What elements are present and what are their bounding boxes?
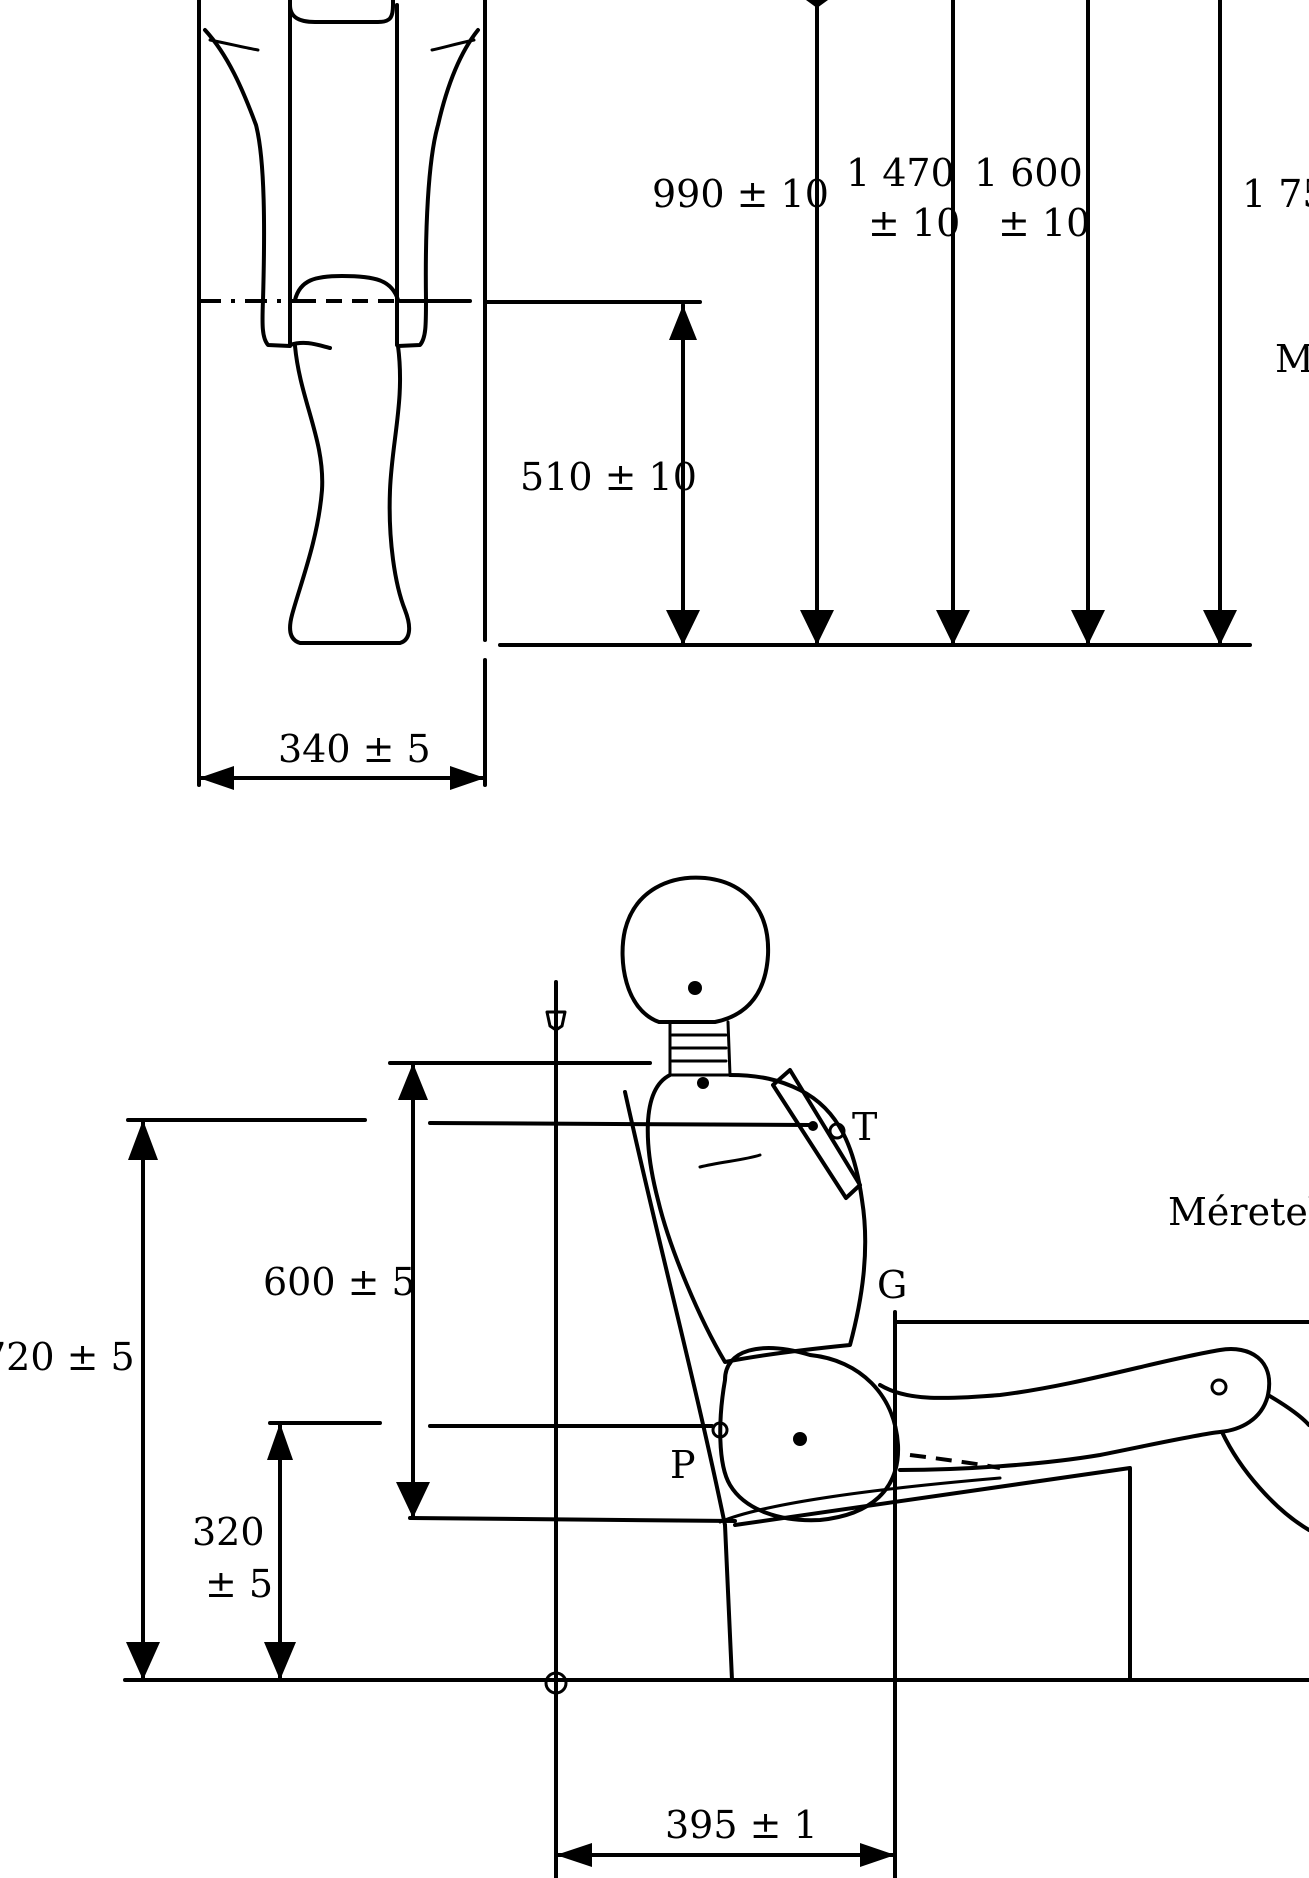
left-hip-crease xyxy=(208,38,260,52)
neck-ribs xyxy=(670,1033,728,1063)
right-hip-crease xyxy=(430,38,476,52)
dim-340-label: 340 ± 5 xyxy=(278,727,431,771)
dim-1470-arrow-bottom xyxy=(936,610,970,645)
reference-ground-marker xyxy=(544,1671,568,1695)
right-thigh-contour xyxy=(396,28,480,348)
dummy-head xyxy=(620,875,771,1024)
dim-720-arrow-top xyxy=(128,1120,158,1160)
dim-1470-label-bottom: ± 10 xyxy=(868,201,960,245)
chest-point xyxy=(697,1077,709,1089)
dim-395-arrow-left xyxy=(556,1843,592,1867)
left-knee-line xyxy=(288,340,332,350)
head-centre-point xyxy=(688,981,702,995)
dim-510-label: 510 ± 10 xyxy=(520,455,697,499)
dim-340-arrow-left xyxy=(199,766,234,790)
dim-720-arrow-bottom xyxy=(126,1642,160,1680)
dim-990-arrow-top xyxy=(806,0,828,8)
dummy-neck xyxy=(668,1020,732,1077)
dim-1600-arrow-bottom xyxy=(1071,610,1105,645)
seat-cushion-line xyxy=(718,1476,1002,1524)
seat-pan-line xyxy=(733,1466,1132,1682)
dim-1750-arrow-bottom xyxy=(1203,610,1237,645)
point-t-label: T xyxy=(852,1105,877,1149)
lower-leg-contour xyxy=(288,344,412,645)
dim-600-arrow-bottom xyxy=(396,1482,430,1518)
lower-leg-top xyxy=(1266,1393,1309,1427)
dim-1600-label-bottom: ± 10 xyxy=(998,201,1090,245)
dim-510-arrow-top xyxy=(669,305,697,340)
dummy-thigh xyxy=(878,1347,1272,1472)
dim-1750-label-partial: 1 75 xyxy=(1242,172,1309,216)
seatback-line xyxy=(623,1090,727,1527)
dummy-torso xyxy=(645,1073,868,1364)
shoulder-plate xyxy=(771,1068,862,1200)
point-t-marker xyxy=(828,1122,846,1140)
lower-leg-front xyxy=(1220,1430,1309,1532)
seat-front-leg xyxy=(723,1523,734,1682)
dim-320-label-top: 320 xyxy=(192,1510,265,1554)
pelvis-centre-point xyxy=(793,1432,807,1446)
dim-600-arrow-top xyxy=(398,1063,428,1100)
point-g-label: G xyxy=(877,1263,907,1307)
dim-720-label: 720 ± 5 xyxy=(0,1335,135,1379)
dim-395-arrow-right xyxy=(860,1843,895,1867)
thigh-hidden-line xyxy=(909,1453,1001,1470)
left-thigh-contour xyxy=(203,28,292,348)
ext-line-600-bottom xyxy=(408,1516,737,1523)
side-letter-partial: M xyxy=(1275,337,1309,381)
front-view: 990 ± 10 1 470 ± 10 1 600 ± 10 1 75 M 51… xyxy=(197,0,1309,790)
knee-pivot xyxy=(1210,1378,1228,1396)
dim-1600-label-top: 1 600 xyxy=(974,151,1083,195)
dim-320-arrow-top xyxy=(267,1423,293,1460)
point-p-label: P xyxy=(670,1443,696,1487)
dummy-pelvis xyxy=(718,1346,901,1523)
dim-990-label: 990 ± 10 xyxy=(652,172,829,216)
side-view: T G P Méretek 600 ± 5 720 ± 5 320 ± 5 39… xyxy=(0,875,1309,1878)
dim-510-arrow-bottom xyxy=(666,610,700,645)
reference-top-marker xyxy=(545,1010,567,1032)
dim-395-label: 395 ± 1 xyxy=(665,1803,818,1847)
dim-320-arrow-bottom xyxy=(264,1642,296,1680)
dim-1470-label-top: 1 470 xyxy=(846,151,955,195)
dim-600-label: 600 ± 5 xyxy=(263,1260,416,1304)
knee-cap xyxy=(293,274,400,302)
dim-990-arrow-bottom xyxy=(800,610,834,645)
point-p-marker xyxy=(711,1421,729,1439)
dim-340-arrow-right xyxy=(450,766,485,790)
ext-line-t xyxy=(428,1121,812,1127)
crotch-contour xyxy=(288,0,395,24)
torso-mark xyxy=(698,1153,762,1169)
note-partial-label: Méretek xyxy=(1168,1190,1309,1234)
dim-320-label-bottom: ± 5 xyxy=(205,1562,273,1606)
